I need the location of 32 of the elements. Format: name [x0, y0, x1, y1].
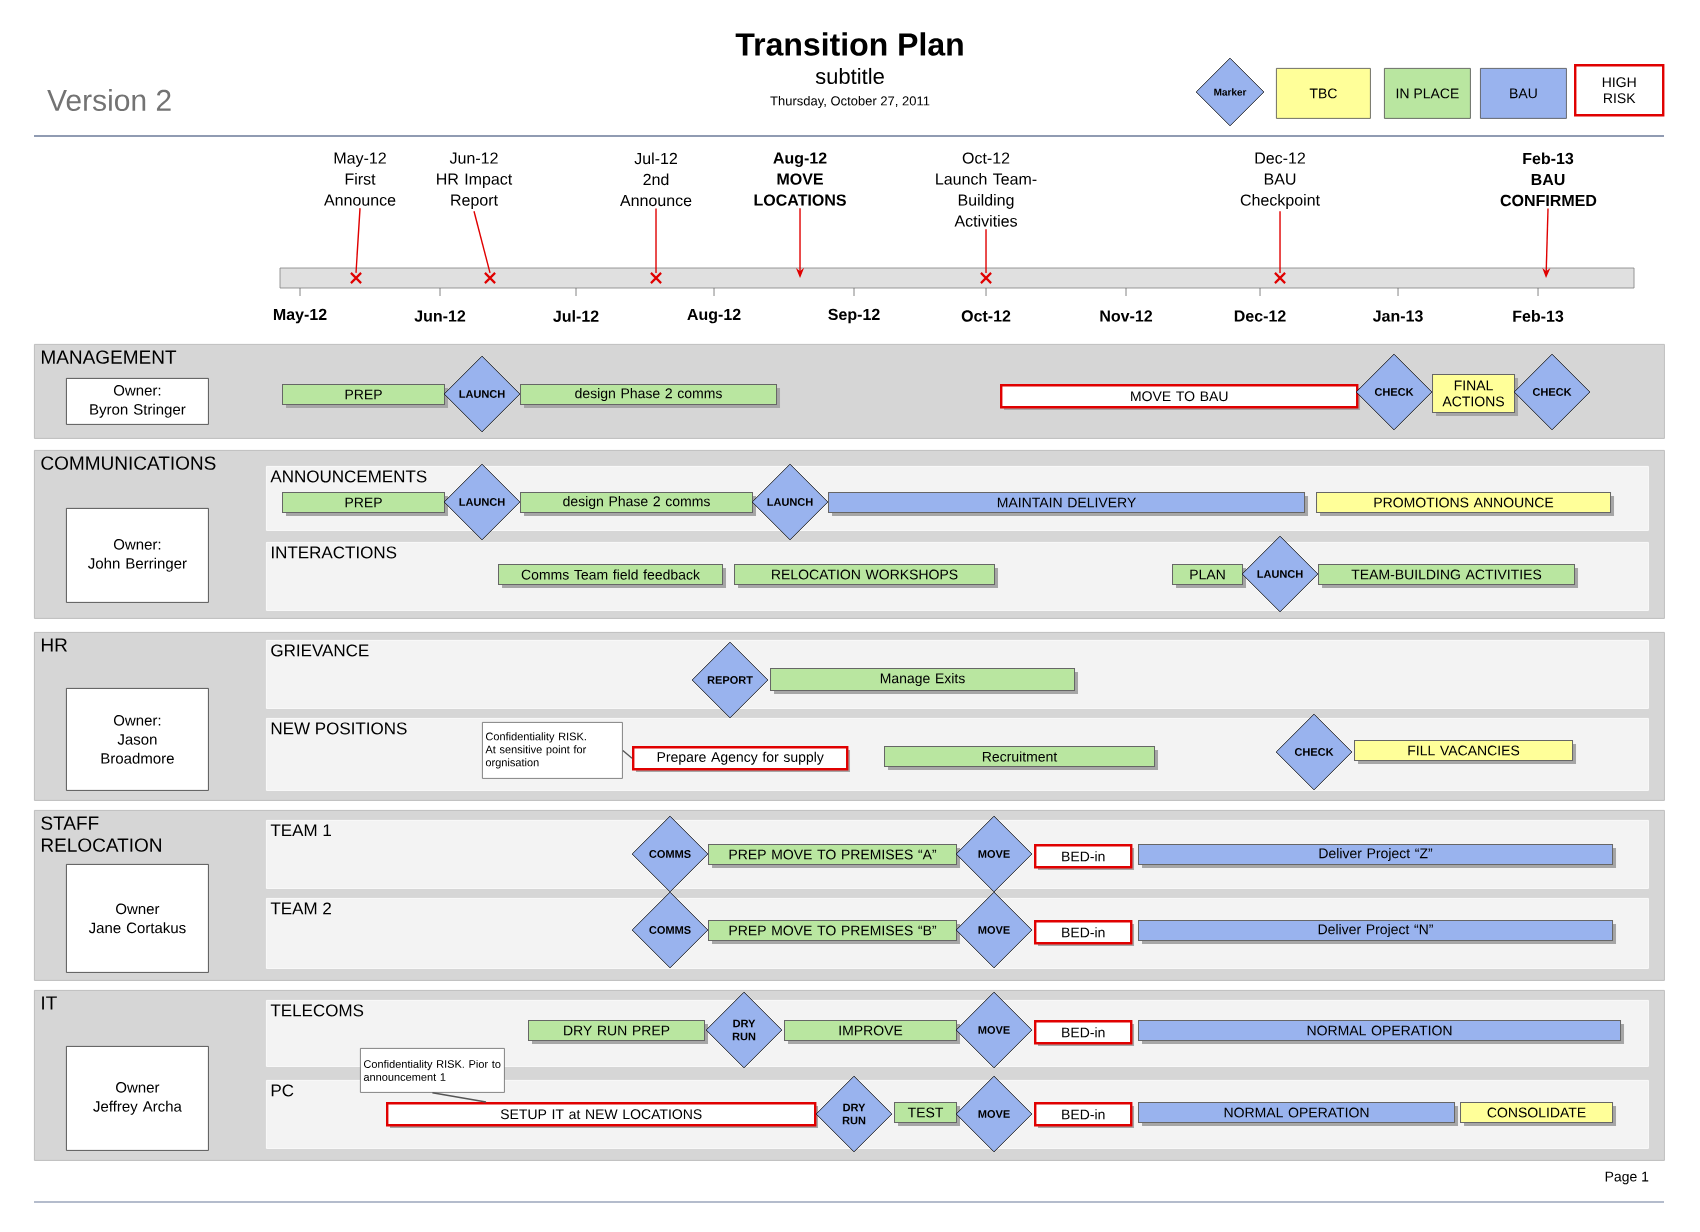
milestone-label: Feb-13 BAU CONFIRMED [1500, 152, 1597, 207]
month-label: Sep-12 [828, 308, 880, 324]
milestone-label: Aug-12 MOVE LOCATIONS [754, 152, 846, 206]
month-label: Jan-13 [1372, 310, 1423, 322]
leader-line [431, 1092, 487, 1103]
title: Transition Plan [735, 32, 963, 56]
cross-mark [483, 271, 497, 285]
month-label: Jul-12 [553, 310, 599, 322]
leader-line [985, 228, 987, 274]
milestone-label: Jul-12 2nd Announce [620, 152, 692, 207]
leader-line [622, 749, 633, 759]
leader-line [655, 207, 657, 274]
version-label: Version 2 [47, 89, 171, 111]
leader-line [355, 207, 361, 274]
month-label: Nov-12 [1100, 310, 1153, 322]
month-label: Feb-13 [1513, 310, 1564, 322]
month-label: Dec-12 [1234, 310, 1286, 322]
subtitle: subtitle [815, 67, 884, 85]
month-label: May-12 [273, 308, 327, 324]
milestone-label: Oct-12 Launch Team-Building Activities [936, 152, 1037, 227]
cross-mark [649, 271, 663, 285]
cross-mark [1273, 271, 1287, 285]
month-label: Jun-12 [414, 310, 466, 322]
month-label: Oct-12 [961, 310, 1011, 322]
cross-mark [349, 271, 363, 285]
month-label: Aug-12 [687, 308, 741, 324]
milestone-label: Dec-12 BAU Checkpoint [1240, 152, 1320, 209]
leader-line [473, 210, 491, 274]
cross-mark [979, 271, 993, 285]
leader-line [1279, 210, 1281, 274]
milestone-label: May-12 First Announce [324, 152, 396, 206]
milestone-label: Jun-12 HR Impact Report [437, 152, 513, 209]
